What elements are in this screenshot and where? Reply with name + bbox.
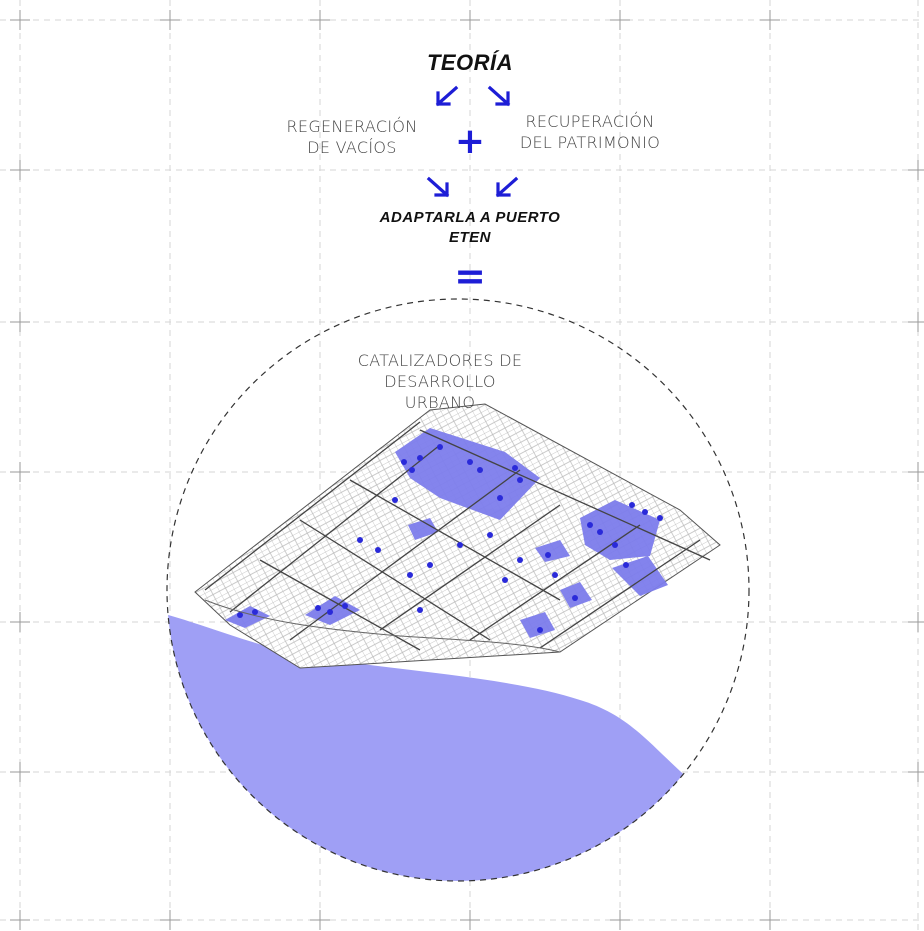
city-map [194,403,721,669]
adapt-line2: ETEN [448,229,491,246]
equals-sign: = [454,254,486,298]
adapt-line1: ADAPTARLA A PUERTO [379,209,561,226]
arrow-down-right-icon [487,85,511,107]
plus-sign: + [454,121,486,162]
result-line2: URBANO [404,393,476,412]
concept-left-line2: DE VACÍOS [307,138,397,157]
concept-recuperacion-patrimonio: RECUPERACIÓN DEL PATRIMONIO [500,111,680,153]
scope-circle [166,298,750,882]
arrow-down-left-icon [435,85,459,107]
concept-right-line1: RECUPERACIÓN [525,112,655,131]
trees [237,444,663,633]
result-line1: CATALIZADORES DE DESARROLLO [357,351,523,391]
result-label: CATALIZADORES DE DESARROLLO URBANO [300,350,580,413]
grid-crosshairs [10,10,924,930]
title-teoria: TEORÍA [426,50,514,75]
concept-left-line1: REGENERACIÓN [286,117,418,136]
arrow-down-right-icon [426,176,450,198]
sea-area [167,610,749,881]
concept-regeneracion-vacios: REGENERACIÓN DE VACÍOS [262,116,442,158]
adapt-label: ADAPTARLA A PUERTO ETEN [345,208,595,248]
concept-right-line2: DEL PATRIMONIO [519,133,661,152]
arrow-down-left-icon [495,176,519,198]
